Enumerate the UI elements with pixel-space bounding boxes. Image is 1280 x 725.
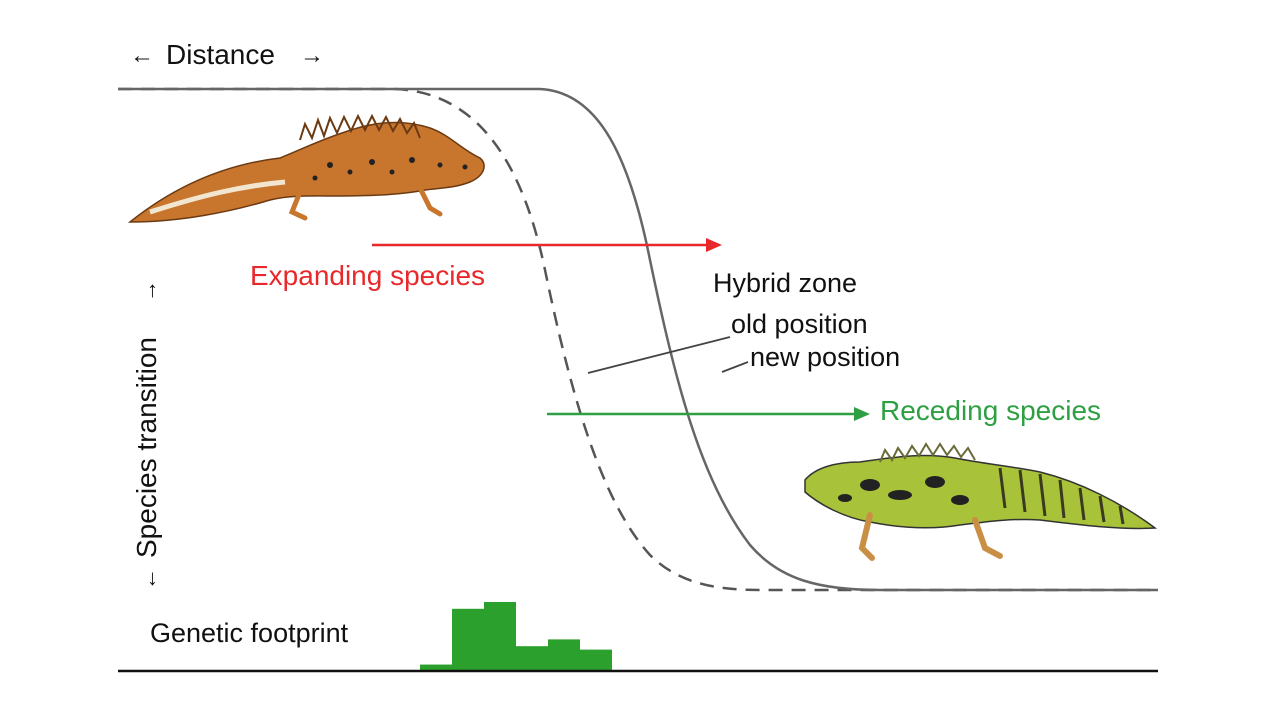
brown-crested-newt-icon: [127, 113, 485, 223]
species-transition-label: Species transition: [131, 337, 162, 558]
expanding-species-label: Expanding species: [250, 260, 485, 291]
footprint-bar: [516, 646, 548, 670]
footprint-bar: [580, 649, 612, 670]
old-position-curve: [118, 87, 1158, 592]
hybrid-zone-label: Hybrid zone: [713, 268, 857, 298]
receding-arrow: [547, 407, 870, 421]
distance-label: Distance: [166, 39, 275, 70]
green-marbled-newt-icon: [804, 442, 1158, 561]
species-transition-down-arrow: ←: [136, 568, 161, 590]
footprint-bar: [452, 608, 484, 670]
new-position-curve: [118, 87, 1158, 592]
old-position-label: old position: [731, 309, 868, 339]
species-transition-label-group: ← Species transition →: [131, 280, 162, 590]
genetic-footprint-histogram: [420, 602, 612, 670]
footprint-bar: [548, 639, 580, 670]
expanding-arrow: [372, 238, 722, 252]
footprint-bar: [484, 602, 516, 670]
distance-label-group: ← Distance →: [130, 39, 324, 70]
species-transition-up-arrow: →: [136, 280, 161, 302]
genetic-footprint-label: Genetic footprint: [150, 618, 349, 648]
old-position-leader: [587, 336, 731, 374]
receding-species-label: Receding species: [880, 395, 1101, 426]
distance-left-arrow: ←: [130, 42, 154, 69]
distance-right-arrow: →: [300, 42, 324, 69]
footprint-bar: [420, 664, 452, 670]
new-position-leader: [721, 361, 749, 373]
new-position-label: new position: [750, 342, 900, 372]
